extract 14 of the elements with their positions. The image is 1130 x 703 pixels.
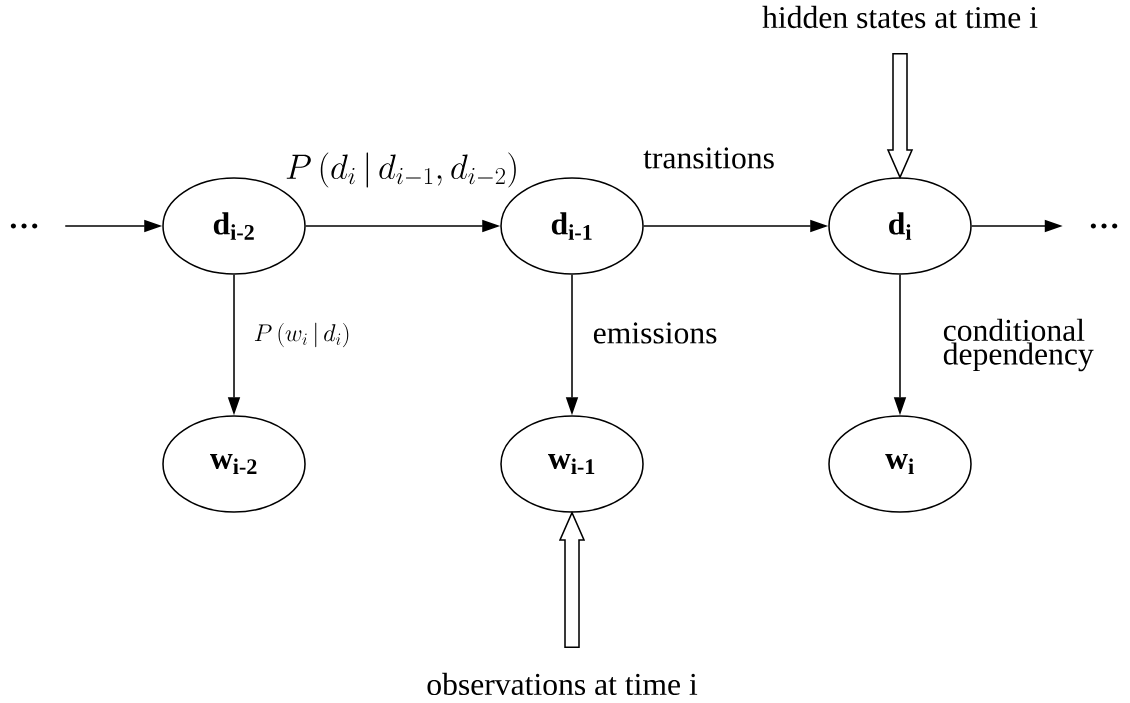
annotation-text: hidden states at time i (762, 5, 1038, 29)
edge-label: conditional dependency (943, 318, 1094, 372)
ellipsis-text: … (10, 223, 38, 229)
ellipse-node: w$_{i}$ (828, 415, 972, 513)
hollow-arrow (886, 53, 914, 180)
ellipsis-text: … (1090, 223, 1118, 229)
ellipse-node: w$_{i-2}$ (162, 415, 306, 513)
ellipse-node: w$_{i-1}$ (500, 415, 644, 513)
ellipse-node: d$_{i}$ (828, 177, 972, 275)
edge-label: $P\left(w_i \,|\, d_i\right)$ (254, 322, 349, 348)
edge-label: emissions (593, 322, 717, 344)
edge-label: transitions (643, 147, 774, 169)
annotation-text: observations at time i (427, 672, 698, 696)
hollow-arrow (558, 510, 586, 648)
